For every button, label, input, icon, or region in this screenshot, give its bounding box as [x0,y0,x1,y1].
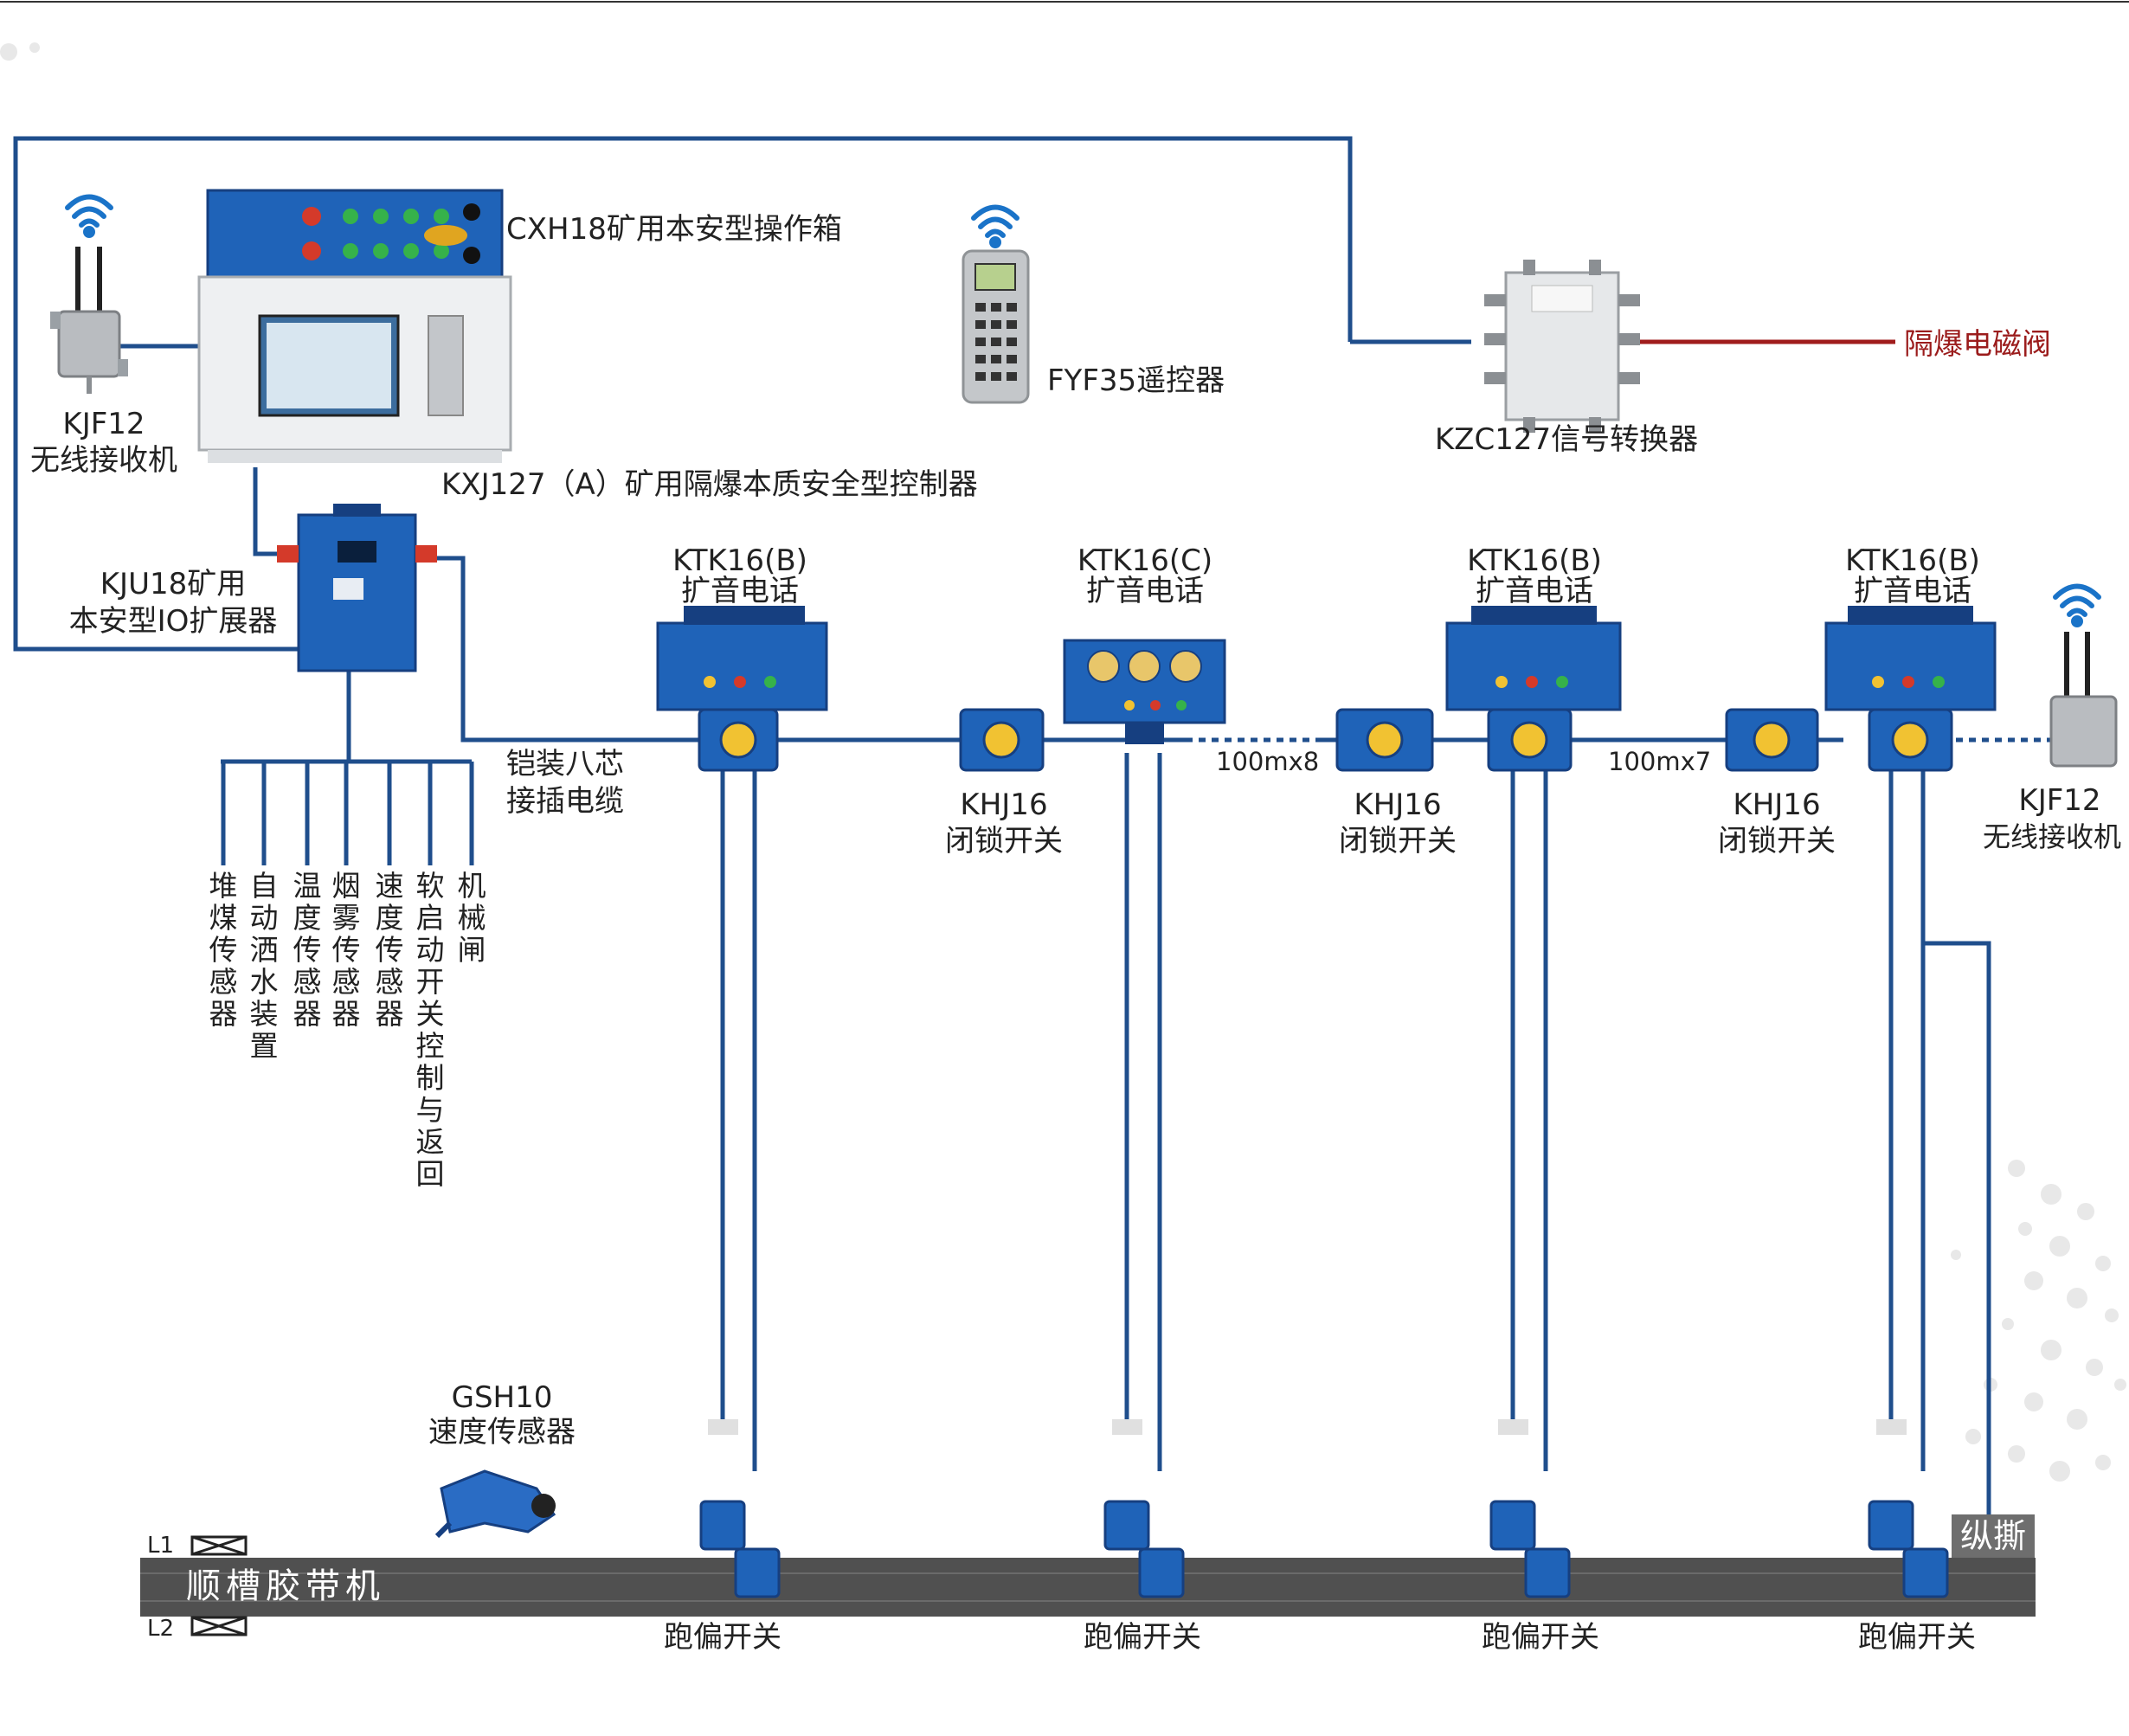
l2-label: L2 [147,1616,175,1642]
decor-dots [0,42,2126,1482]
kjf12-right-name: 无线接收机 [1982,820,2121,853]
io-sensor-label: 烟雾传感器 [331,869,361,1031]
kjf12-left-name: 无线接收机 [30,443,177,478]
ktk3-name: 扩音电话 [1476,574,1593,608]
belt-markers [190,1535,248,1636]
kxj127-controller [197,189,512,463]
deviation-switches [699,1419,1949,1598]
l1-label: L1 [147,1533,175,1559]
cable-label-2: 接插电缆 [506,784,624,819]
kju18-label-1: KJU18矿用 [100,567,247,601]
deviation-switch-label-3: 跑偏开关 [1482,1620,1599,1655]
khj2-name: 闭锁开关 [1339,824,1457,858]
valve-label: 隔爆电磁阀 [1904,327,2051,362]
wifi-icon [65,194,113,238]
ktk16-phone-1 [656,606,828,711]
kju18-label-2: 本安型IO扩展器 [68,604,278,639]
io-sensor-label: 堆煤传感器 [209,869,238,1031]
io-sensor-label: 软启动开关控制与返回 [415,869,445,1191]
kzc127-label: KZC127信号转换器 [1434,422,1699,457]
fyf35-remote [962,249,1030,404]
belt-texture [140,1572,2036,1602]
cable-label-1: 铠装八芯 [506,747,624,781]
tear-detector-tag: 纵撕 [1952,1514,2036,1558]
trunk-junctions [698,708,1953,772]
ktk16-phone-2 [1063,639,1226,744]
distance-label-2: 100mx7 [1608,747,1712,776]
io-sensor-label: 速度传感器 [375,869,404,1031]
ktk4-model: KTK16(B) [1845,543,1980,578]
ktk3-model: KTK16(B) [1467,543,1602,578]
gsh10-name: 速度传感器 [428,1415,576,1450]
khj1-model: KHJ16 [960,788,1048,822]
io-sensor-label: 自动洒水装置 [249,869,279,1063]
ktk1-model: KTK16(B) [672,543,807,578]
deviation-switch-label-4: 跑偏开关 [1858,1620,1976,1655]
kjf12-left-model: KJF12 [62,407,145,441]
kjf12-right-model: KJF12 [2018,783,2101,818]
khj2-model: KHJ16 [1354,788,1442,822]
io-sensor-label: 温度传感器 [293,869,322,1031]
kju18-expander [277,504,437,672]
belt-label: 顺槽胶带机 [186,1566,385,1606]
ktk1-name: 扩音电话 [681,574,799,608]
cable-network [13,136,1991,1549]
ktk16-phone-4 [1824,606,1997,711]
distance-label-1: 100mx8 [1216,747,1320,776]
gsh10-model: GSH10 [451,1380,553,1415]
gsh10-speed-sensor [434,1469,556,1539]
belt-body [140,1558,2036,1617]
wifi-icon [971,204,1019,248]
deviation-switch-label-1: 跑偏开关 [664,1620,781,1655]
ktk2-model: KTK16(C) [1077,543,1213,578]
khj3-name: 闭锁开关 [1718,824,1836,858]
wifi-icon [2053,583,2101,627]
ktk16-phone-3 [1445,606,1622,711]
kjf12-receiver-right [2049,632,2118,768]
ktk2-name: 扩音电话 [1086,574,1204,608]
io-sensor-label: 机械闸 [457,869,486,967]
kjf12-receiver-left [50,247,128,394]
deviation-switch-label-2: 跑偏开关 [1084,1620,1201,1655]
kxj127-label: KXJ127（A）矿用隔爆本质安全型控制器 [441,467,978,502]
khj3-model: KHJ16 [1733,788,1821,822]
cxh18-label: CXH18矿用本安型操作箱 [506,212,842,247]
ktk4-name: 扩音电话 [1854,574,1971,608]
kzc127-converter [1484,260,1640,433]
fyf35-label: FYF35遥控器 [1047,363,1225,398]
khj1-name: 闭锁开关 [945,824,1063,858]
